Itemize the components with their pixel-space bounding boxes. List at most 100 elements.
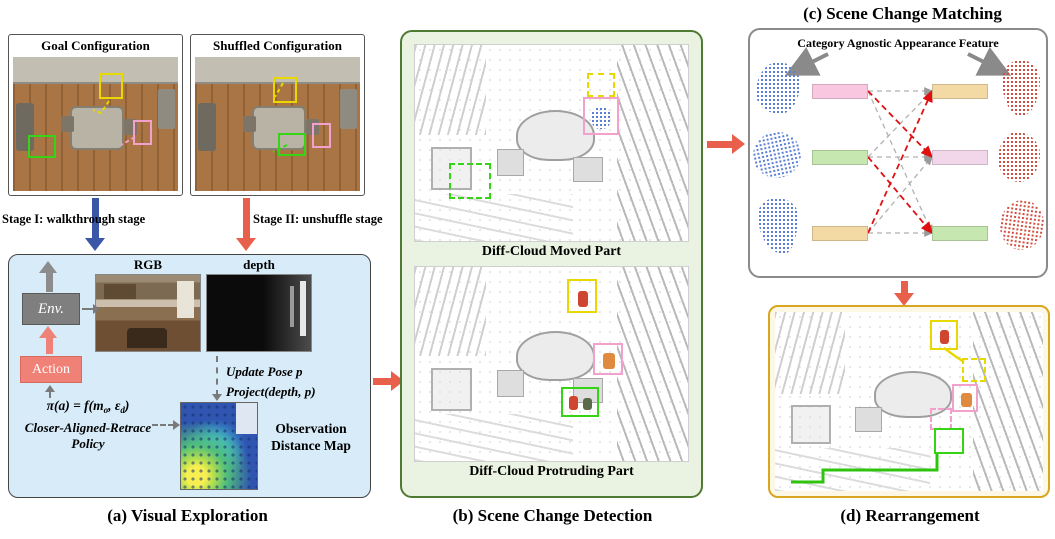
- feature-left-pink: [812, 84, 868, 99]
- diff-cloud-moved-image: [414, 44, 689, 242]
- pointcloud-chair: [496, 148, 525, 177]
- observation-distance-map-image: [180, 402, 258, 490]
- rgb-table: [127, 328, 167, 348]
- shuffled-bbox-green: [277, 133, 306, 157]
- diff-cloud-protruding-image: [414, 266, 689, 462]
- policy-to-action-arrow: [49, 390, 51, 398]
- pointcloud-wall: [415, 267, 486, 357]
- shuffled-configuration-title: Shuffled Configuration: [213, 38, 342, 53]
- rearrange-bbox-pink-dashed: [930, 408, 952, 430]
- depth-label: depth: [243, 257, 275, 272]
- protruding-bbox-pink: [593, 343, 623, 375]
- shuffled-bbox-yellow: [272, 77, 297, 104]
- caption-b: (b) Scene Change Detection: [452, 506, 653, 525]
- action-box: Action: [20, 356, 82, 383]
- shuffled-configuration-box: Shuffled Configuration: [190, 34, 365, 196]
- shelf: [340, 89, 357, 130]
- observation-map-label: Observation Distance Map: [258, 420, 364, 454]
- feature-right-tan: [932, 84, 988, 99]
- pointcloud-window: [617, 45, 688, 241]
- action-to-env-arrow-head: [39, 326, 57, 338]
- shelf: [158, 89, 175, 130]
- rgb-observation-image: [95, 274, 201, 352]
- pointcloud-table: [516, 331, 596, 382]
- stage1-label: Stage I: walkthrough stage: [2, 212, 146, 226]
- pointcloud-wall: [415, 45, 486, 136]
- rearrange-bbox-yellow: [930, 320, 958, 350]
- rearrange-object-orange: [961, 393, 972, 407]
- depth-observation-image: [206, 274, 312, 352]
- action-to-env-arrow: [46, 337, 53, 354]
- policy-to-action-arrow-head: [45, 385, 55, 392]
- shuffled-bbox-pink: [312, 122, 332, 148]
- protruding-object-red2: [569, 396, 578, 410]
- moved-object-blue: [591, 107, 611, 129]
- formula-mid: , ε: [108, 398, 121, 413]
- b-to-c-arrow-head: [732, 134, 745, 154]
- goal-bbox-yellow: [98, 73, 123, 100]
- kitchen-counter: [13, 57, 178, 84]
- target-pointcloud-2: [998, 132, 1040, 182]
- pointcloud-table: [516, 109, 596, 161]
- unshuffle-arrow: [243, 198, 250, 240]
- env-box: Env.: [22, 293, 80, 325]
- rgb-window: [177, 281, 194, 318]
- depth-project-arrow: [216, 356, 218, 396]
- policy-formula: π(a) = f(mo, εd): [10, 398, 166, 415]
- env-to-rgb-arrow-head: [93, 304, 100, 314]
- pointcloud-crate: [791, 405, 832, 445]
- couch: [198, 102, 217, 151]
- map-unexplored-region: [235, 403, 257, 434]
- caption-d: (d) Rearrangement: [840, 506, 980, 525]
- chair: [60, 115, 75, 133]
- caption-c: (c) Scene Change Matching: [803, 4, 1002, 23]
- formula-pre: π(a) = f(m: [46, 398, 104, 413]
- matching-lines: [784, 46, 1012, 237]
- moved-bbox-yellow-dashed: [587, 73, 615, 97]
- policy-to-map-arrow-head: [173, 420, 180, 430]
- env-to-rgb-arrow: [82, 308, 94, 310]
- c-to-d-arrow-head: [894, 293, 914, 306]
- rgb-label: RGB: [133, 257, 163, 272]
- pointcloud-chair: [496, 369, 525, 397]
- rgb-cabinet: [104, 284, 136, 300]
- formula-post: ): [124, 398, 130, 413]
- update-pose-text: Update Pose p Project(depth, p): [226, 362, 346, 402]
- a-to-b-arrow: [373, 378, 393, 385]
- feature-left-tan: [812, 226, 868, 241]
- goal-annotation-arrows: [92, 100, 136, 146]
- diff-cloud-moved-label: Diff-Cloud Moved Part: [481, 244, 622, 259]
- protruding-object-orange: [603, 353, 615, 369]
- rearrange-bbox-yellow-dashed: [962, 358, 986, 382]
- moved-bbox-pink: [583, 97, 619, 135]
- env-loop-arrow: [46, 272, 53, 292]
- chair: [242, 115, 257, 133]
- goal-bbox-pink: [133, 119, 153, 145]
- rearrange-bbox-green: [934, 428, 964, 454]
- b-to-c-arrow: [707, 141, 733, 148]
- policy-name-line2: Policy: [71, 436, 105, 451]
- policy-name-line1: Closer-Aligned-Retrace: [24, 420, 152, 435]
- goal-configuration-box: Goal Configuration: [8, 34, 183, 196]
- depth-window-bright: [299, 281, 306, 336]
- pointcloud-chair: [573, 156, 604, 183]
- stage2-label: Stage II: unshuffle stage: [253, 212, 383, 226]
- observation-map-label-line2: Distance Map: [271, 438, 351, 453]
- feature-left-green: [812, 150, 868, 165]
- shuffled-room-image: [195, 57, 360, 191]
- goal-configuration-title: Goal Configuration: [41, 38, 150, 53]
- pointcloud-crate: [431, 146, 473, 191]
- c-to-d-arrow: [901, 281, 908, 295]
- pointcloud-floor: [415, 193, 574, 241]
- pointcloud-floor: [415, 414, 574, 461]
- unshuffle-arrow-head: [236, 238, 256, 251]
- caption-a: (a) Visual Exploration: [107, 506, 268, 525]
- feature-right-pink: [932, 150, 988, 165]
- policy-name: Closer-Aligned-Retrace Policy: [10, 420, 166, 452]
- env-loop-arrow-head: [39, 261, 57, 273]
- goal-bbox-green: [27, 134, 56, 158]
- protruding-bbox-green: [561, 387, 599, 417]
- walkthrough-arrow-head: [85, 238, 105, 251]
- diff-cloud-protruding-label: Diff-Cloud Protruding Part: [469, 464, 634, 479]
